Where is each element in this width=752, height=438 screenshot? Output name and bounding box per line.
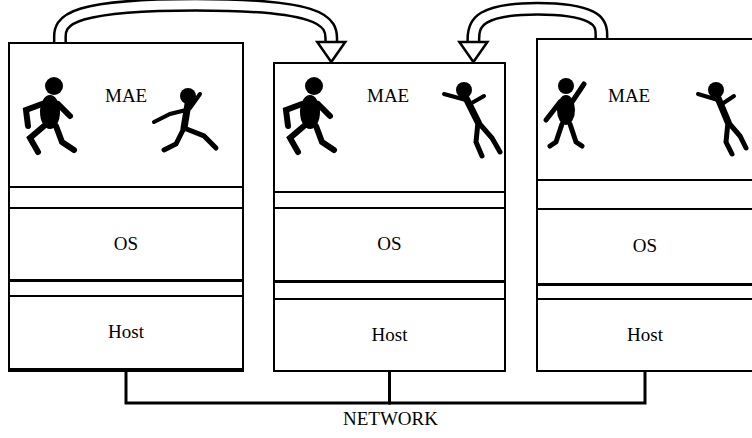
layer-label: OS [114,234,138,255]
network-wire [126,370,390,403]
os-layer: OS [538,208,752,285]
host-panel: MAE OS Host [536,38,752,372]
arrow-head [317,42,345,62]
host-layer: Host [275,298,504,372]
network-wire [390,372,646,403]
layer-label: OS [377,234,401,255]
arrow-outline [60,5,331,44]
layer-label: Host [372,325,408,346]
host-panel: MAE OS Host [8,42,244,372]
layer-label: Host [627,325,663,346]
network-label: NETWORK [343,408,438,430]
migration-arrow [60,5,345,62]
arrow-head [459,42,487,62]
os-layer: OS [275,207,504,282]
band-lines [8,180,752,285]
migration-arrow [459,9,601,62]
wire-path [390,372,646,403]
environment-label: MAE [105,86,147,107]
environment-label: MAE [608,86,650,107]
host-layer: Host [10,295,242,370]
arrow-body [60,5,331,44]
host-panel: MAE OS Host [273,62,506,372]
layer-label: Host [108,322,144,343]
layer-label: OS [633,236,657,257]
wire-path [126,370,390,403]
agent-figures [26,77,746,156]
environment-label: MAE [367,86,409,107]
host-layer: Host [538,298,752,372]
os-layer: OS [10,207,242,282]
